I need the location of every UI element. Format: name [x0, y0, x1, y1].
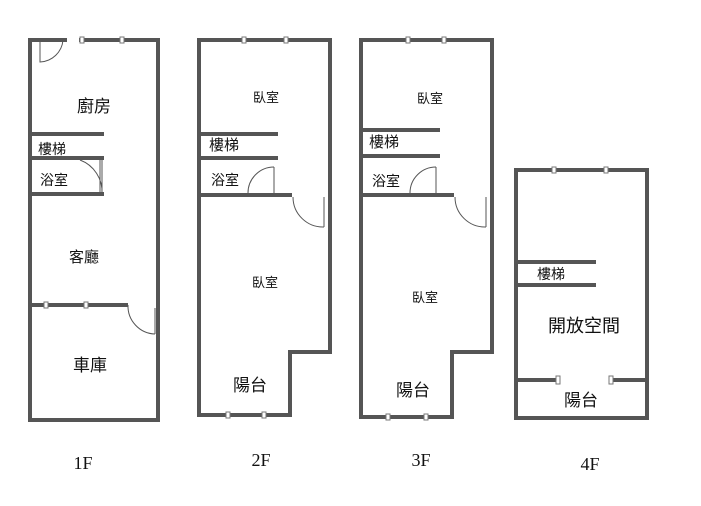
room-bathroom-label: 浴室 [372, 173, 400, 190]
room-living-label: 客廳 [69, 248, 99, 266]
floor-4f-windows [551, 166, 614, 385]
room-stairs-label: 樓梯 [537, 267, 565, 283]
floor-1f-doors [39, 39, 156, 335]
floor-3f: 臥室 樓梯 浴室 臥室 陽台 3F [359, 36, 494, 470]
room-balcony-label: 陽台 [396, 381, 430, 401]
floor-1f: 廚房 樓梯 浴室 客廳 車庫 1F [28, 36, 160, 473]
room-bedroom-top-label: 臥室 [417, 91, 443, 107]
room-balcony-label: 陽台 [233, 376, 267, 396]
room-open-space-label: 開放空間 [548, 316, 620, 337]
floor-2f-windows [225, 36, 289, 419]
floor-3f-label: 3F [411, 450, 430, 470]
floor-2f: 臥室 樓梯 浴室 臥室 陽台 2F [197, 36, 332, 470]
room-balcony-label: 陽台 [564, 391, 598, 411]
room-bathroom-label: 浴室 [211, 172, 239, 189]
room-stairs-label: 樓梯 [38, 142, 66, 158]
room-bathroom-label: 浴室 [40, 172, 68, 189]
floor-2f-doors [247, 166, 325, 228]
room-bedroom-main-label: 臥室 [412, 290, 438, 306]
room-stairs-label: 樓梯 [369, 133, 399, 151]
room-kitchen-label: 廚房 [77, 96, 111, 117]
floor-3f-windows [385, 36, 447, 421]
floor-4f-label: 4F [580, 454, 599, 474]
floor-3f-walls [359, 38, 494, 419]
floor-1f-windows [43, 36, 125, 309]
room-bedroom-main-label: 臥室 [252, 275, 278, 291]
floor-2f-walls [197, 38, 332, 417]
floor-4f-walls [514, 168, 649, 420]
floor-4f: 樓梯 開放空間 陽台 4F [514, 166, 649, 474]
floor-1f-label: 1F [73, 453, 92, 473]
room-bedroom-top-label: 臥室 [253, 90, 279, 106]
room-stairs-label: 樓梯 [209, 136, 239, 154]
room-garage-label: 車庫 [73, 356, 107, 376]
floor-2f-label: 2F [251, 450, 270, 470]
floor-3f-doors [409, 166, 487, 228]
